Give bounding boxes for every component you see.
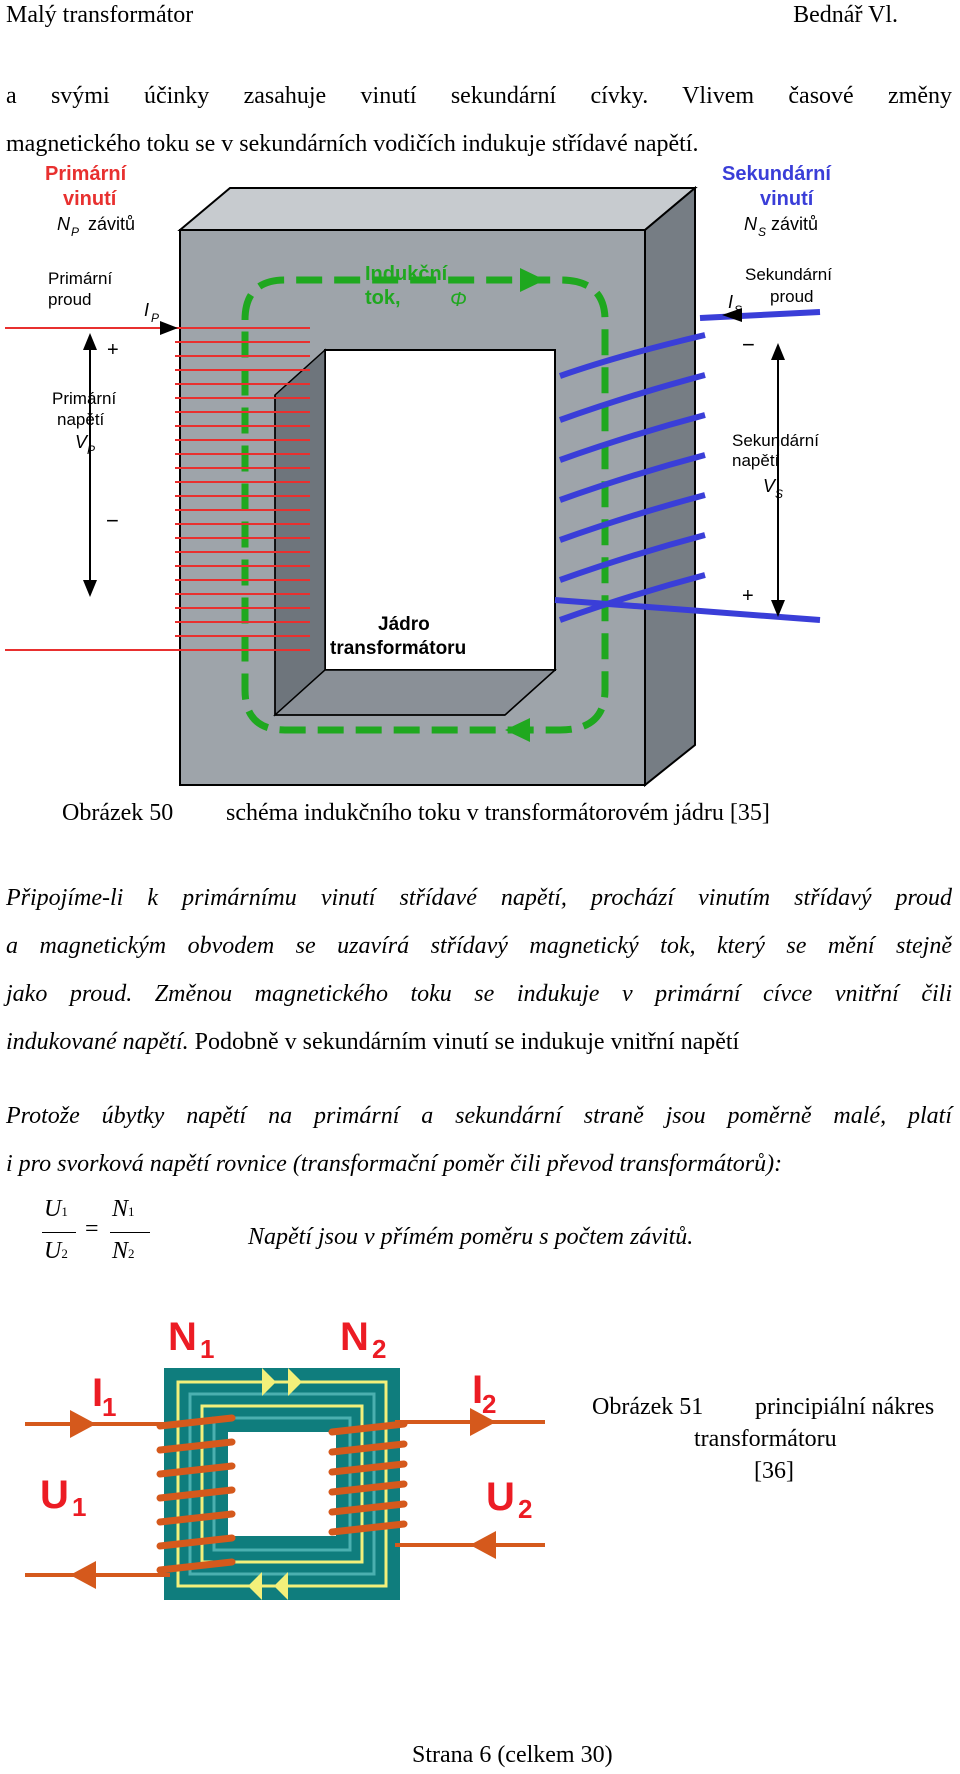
transformer-principle-diagram: N 1 N 2 I 1 I 2 U 1 U 2 (25, 1315, 545, 1600)
n1-symbol: N1 (112, 1196, 135, 1222)
primary-winding-title-1: Primární (45, 163, 128, 185)
ns-sub: S (758, 225, 766, 239)
secondary-winding-title-2: vinutí (760, 188, 815, 210)
header-title: Malý transformátor (6, 2, 194, 28)
secondary-voltage-label-1: Sekundární (732, 431, 819, 450)
primary-turns: závitů (88, 214, 135, 234)
n1-sub: 1 (200, 1334, 214, 1364)
figure-50-caption: schéma indukčního toku v transformátorov… (226, 800, 770, 826)
para1-line-4-rest: Podobně v sekundárním vinutí se indukuje… (188, 1029, 740, 1055)
u1-sub: 1 (72, 1492, 86, 1522)
flux-path (241, 276, 609, 734)
ip-symbol: I (144, 300, 149, 320)
ip-sub: P (151, 311, 159, 325)
core-window (324, 349, 556, 671)
secondary-winding (554, 309, 821, 623)
fraction-bar-left (42, 1232, 76, 1233)
n2-sub: 2 (372, 1334, 386, 1364)
figure-51-label: Obrázek 51 (592, 1394, 704, 1420)
para1-line-3: jako proud. Změnou magnetického toku se … (6, 981, 952, 1007)
core-top-face (177, 187, 698, 231)
secondary-plus: + (742, 585, 754, 607)
u2-symbol: U2 (44, 1238, 68, 1264)
transformer-flux-diagram: Primární vinutí N P závitů Primární prou… (5, 163, 832, 788)
n2-symbol: N2 (112, 1238, 135, 1264)
vp-symbol: V (75, 432, 89, 452)
vs-sub: S (775, 487, 783, 501)
fraction-bar-right (110, 1232, 150, 1233)
np-sub: P (71, 225, 79, 239)
flux-label-2: tok, (365, 287, 401, 309)
primary-current-label-2: proud (48, 290, 91, 309)
flux-label-1: Indukční (365, 263, 449, 285)
figure-50-label: Obrázek 50 (62, 800, 174, 826)
i2-sub: 2 (482, 1389, 496, 1419)
primary-current-label-1: Primární (48, 269, 113, 288)
schematic-secondary-coil (328, 1420, 408, 1536)
secondary-winding-title-1: Sekundární (722, 163, 832, 185)
figure-51-caption-1: principiální nákres (755, 1394, 935, 1420)
u1-label: U (40, 1473, 69, 1517)
i2-label: I (472, 1368, 483, 1412)
core-label-1: Jádro (378, 614, 430, 635)
header-author: Bednář Vl. (793, 2, 898, 28)
flux-arrow-top (520, 268, 545, 292)
para2-line-2: i pro svorková napětí rovnice (transform… (6, 1151, 783, 1177)
u2-label: U (486, 1475, 515, 1519)
para1-line-4-italic: indukované napětí. (6, 1029, 189, 1055)
secondary-voltage-label-2: napětí (732, 451, 780, 470)
figure-51-caption-3: [36] (754, 1458, 794, 1484)
np-symbol: N (57, 214, 71, 234)
i1-sub: 1 (102, 1392, 116, 1422)
secondary-current-label-1: Sekundární (745, 265, 832, 284)
schematic-flux-arrows (248, 1368, 302, 1600)
vs-symbol: V (763, 476, 777, 496)
intro-line-2: magnetického toku se v sekundárních vodi… (6, 131, 699, 157)
ns-symbol: N (744, 214, 758, 234)
i1-arrow (70, 1410, 96, 1438)
primary-winding-title-2: vinutí (63, 188, 118, 210)
i1-label: I (92, 1371, 103, 1415)
para1-line-1: Připojíme-li k primárnímu vinutí střídav… (6, 885, 952, 911)
u2-sub: 2 (518, 1494, 532, 1524)
n2-label: N (340, 1315, 369, 1359)
formula-note: Napětí jsou v přímém poměru s počtem záv… (248, 1224, 694, 1250)
i2-arrow (470, 1408, 496, 1436)
para1-line-4: indukované napětí. Podobně v sekundárním… (6, 1018, 952, 1066)
u1-symbol: U1 (44, 1196, 68, 1222)
schematic-window (228, 1432, 336, 1536)
figure-51-caption-2: transformátoru (694, 1426, 837, 1452)
ratio-formula: U1 U2 = N1 N2 (40, 1196, 160, 1276)
para1-line-2: a magnetickým obvodem se uzavírá střídav… (6, 933, 952, 959)
schematic-primary-coil (156, 1414, 236, 1574)
core-side-face (644, 185, 696, 788)
secondary-current-arrow (722, 308, 742, 322)
n1-label: N (168, 1315, 197, 1359)
flux-symbol: Φ (450, 289, 467, 311)
page-number: Strana 6 (celkem 30) (412, 1742, 613, 1768)
primary-minus: − (106, 508, 119, 533)
primary-winding (5, 327, 310, 651)
primary-plus: + (107, 339, 119, 361)
primary-voltage-label-1: Primární (52, 389, 117, 408)
intro-line-1: a svými účinky zasahuje vinutí sekundárn… (6, 83, 952, 109)
equals-sign: = (85, 1216, 99, 1242)
u1-return-arrow (70, 1561, 96, 1589)
primary-voltage-label-2: napětí (57, 410, 105, 429)
is-sub: S (734, 303, 742, 317)
u2-return-arrow (470, 1531, 496, 1559)
is-symbol: I (728, 292, 733, 312)
para2-line-1: Protože úbytky napětí na primární a seku… (6, 1103, 952, 1129)
primary-current-arrow (160, 321, 178, 335)
vp-sub: P (87, 443, 95, 457)
secondary-turns: závitů (771, 214, 818, 234)
secondary-minus: − (742, 332, 755, 357)
secondary-current-label-2: proud (770, 287, 813, 306)
flux-arrow-bottom (505, 718, 530, 742)
core-label-2: transformátoru (330, 638, 466, 659)
